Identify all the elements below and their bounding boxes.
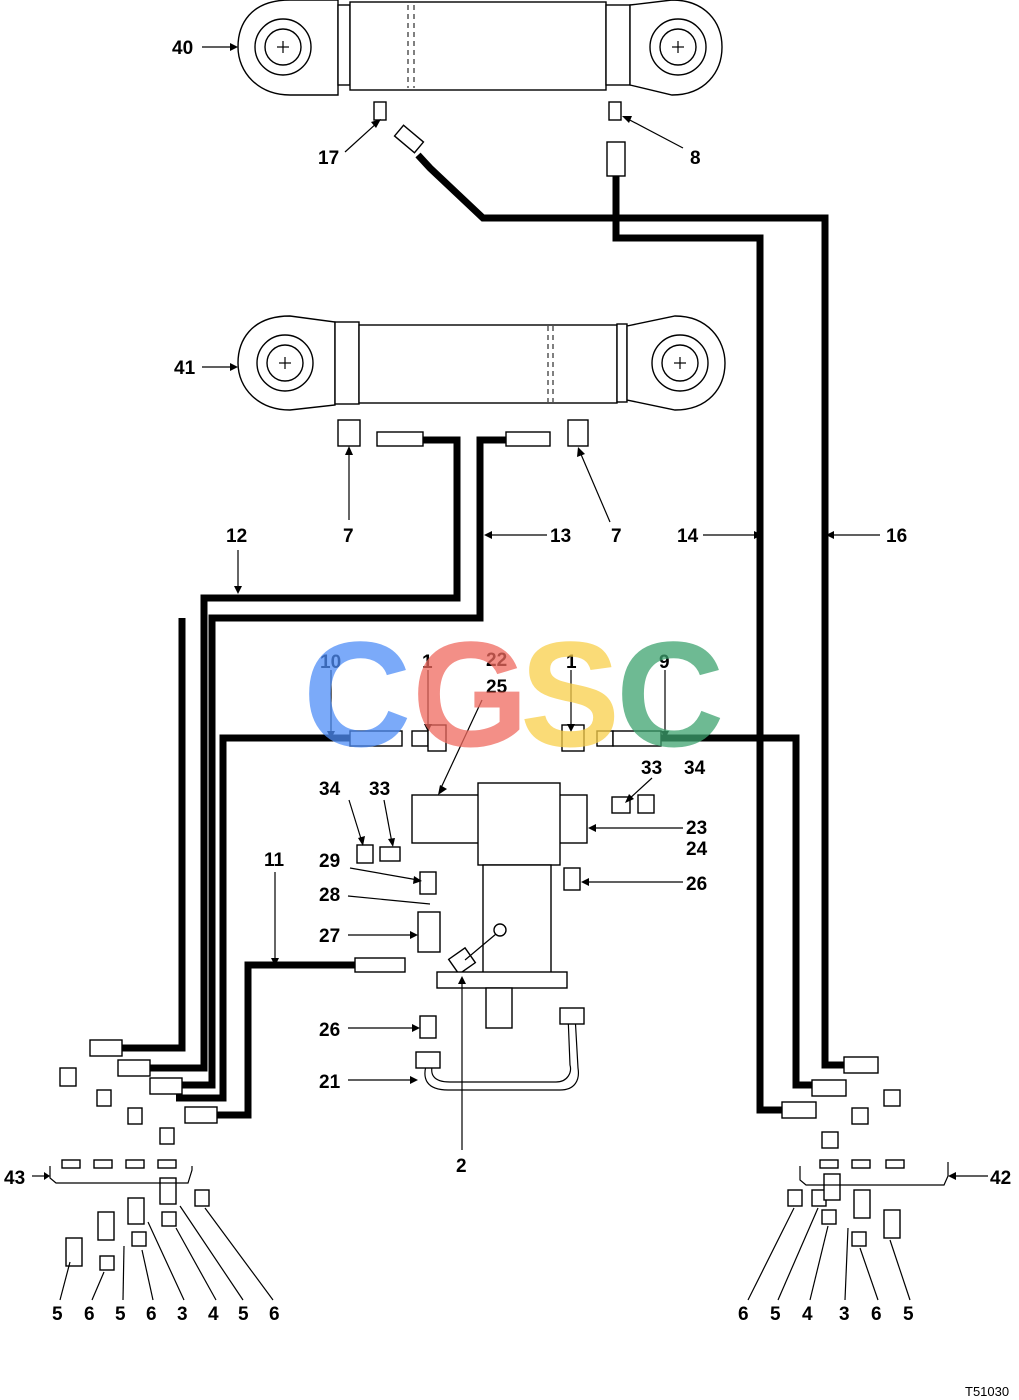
callout-23: 23 [686, 818, 707, 839]
callout-bl-6c: 6 [269, 1304, 280, 1325]
callout-25: 25 [486, 677, 508, 698]
watermark-letter-s: S [520, 610, 620, 778]
callout-2: 2 [456, 1156, 467, 1177]
callout-17: 17 [318, 148, 339, 169]
callout-br-4: 4 [802, 1304, 813, 1325]
callout-16: 16 [886, 526, 907, 547]
callout-33-right: 33 [641, 758, 662, 779]
callout-labels: 40 41 17 8 7 7 12 13 14 16 10 1 22 25 1 … [4, 38, 1011, 1399]
callout-bl-6b: 6 [146, 1304, 157, 1325]
watermark-letter-c1: C [303, 610, 411, 778]
callout-1-right: 1 [566, 652, 577, 673]
callout-33-left: 33 [369, 779, 390, 800]
callout-24: 24 [686, 839, 708, 860]
hose-lines [95, 152, 855, 1119]
callout-29: 29 [319, 851, 340, 872]
callout-41: 41 [174, 358, 196, 379]
watermark-letter-g: G [412, 610, 529, 778]
callout-1-left: 1 [422, 652, 433, 673]
callout-br-6a: 6 [738, 1304, 749, 1325]
callout-22: 22 [486, 650, 507, 671]
fittings [59, 101, 905, 1271]
cylinder-40 [237, 0, 723, 96]
callout-br-6b: 6 [871, 1304, 882, 1325]
callout-21: 21 [319, 1072, 341, 1093]
callout-26-lower: 26 [319, 1020, 340, 1041]
callout-11: 11 [264, 850, 285, 871]
callout-12: 12 [226, 526, 247, 547]
figure-id: T51030 [965, 1384, 1009, 1399]
watermark-logo: C G S C [303, 610, 724, 778]
callout-bl-5c: 5 [238, 1304, 249, 1325]
callout-10: 10 [320, 652, 341, 673]
callout-bl-3: 3 [177, 1304, 188, 1325]
callout-9: 9 [659, 652, 670, 673]
callout-7-left: 7 [343, 526, 354, 547]
callout-42: 42 [990, 1168, 1011, 1189]
leader-lines [32, 43, 988, 1301]
callout-8: 8 [690, 148, 701, 169]
callout-bl-6a: 6 [84, 1304, 95, 1325]
callout-34-right: 34 [684, 758, 706, 779]
watermark-letter-c2: C [616, 610, 724, 778]
cylinder-41 [237, 315, 726, 411]
callout-43: 43 [4, 1168, 25, 1189]
callout-28: 28 [319, 885, 340, 906]
callout-26-upper: 26 [686, 874, 707, 895]
callout-bl-4: 4 [208, 1304, 219, 1325]
callout-bl-5a: 5 [52, 1304, 63, 1325]
callout-bl-5b: 5 [115, 1304, 126, 1325]
callout-13: 13 [550, 526, 571, 547]
callout-14: 14 [677, 526, 699, 547]
bracket-42 [799, 1162, 949, 1186]
callout-br-5b: 5 [903, 1304, 914, 1325]
callout-34-left: 34 [319, 779, 341, 800]
callout-br-3: 3 [839, 1304, 850, 1325]
callout-27: 27 [319, 926, 340, 947]
callout-40: 40 [172, 38, 193, 59]
callout-br-5a: 5 [770, 1304, 781, 1325]
callout-7-right: 7 [611, 526, 622, 547]
